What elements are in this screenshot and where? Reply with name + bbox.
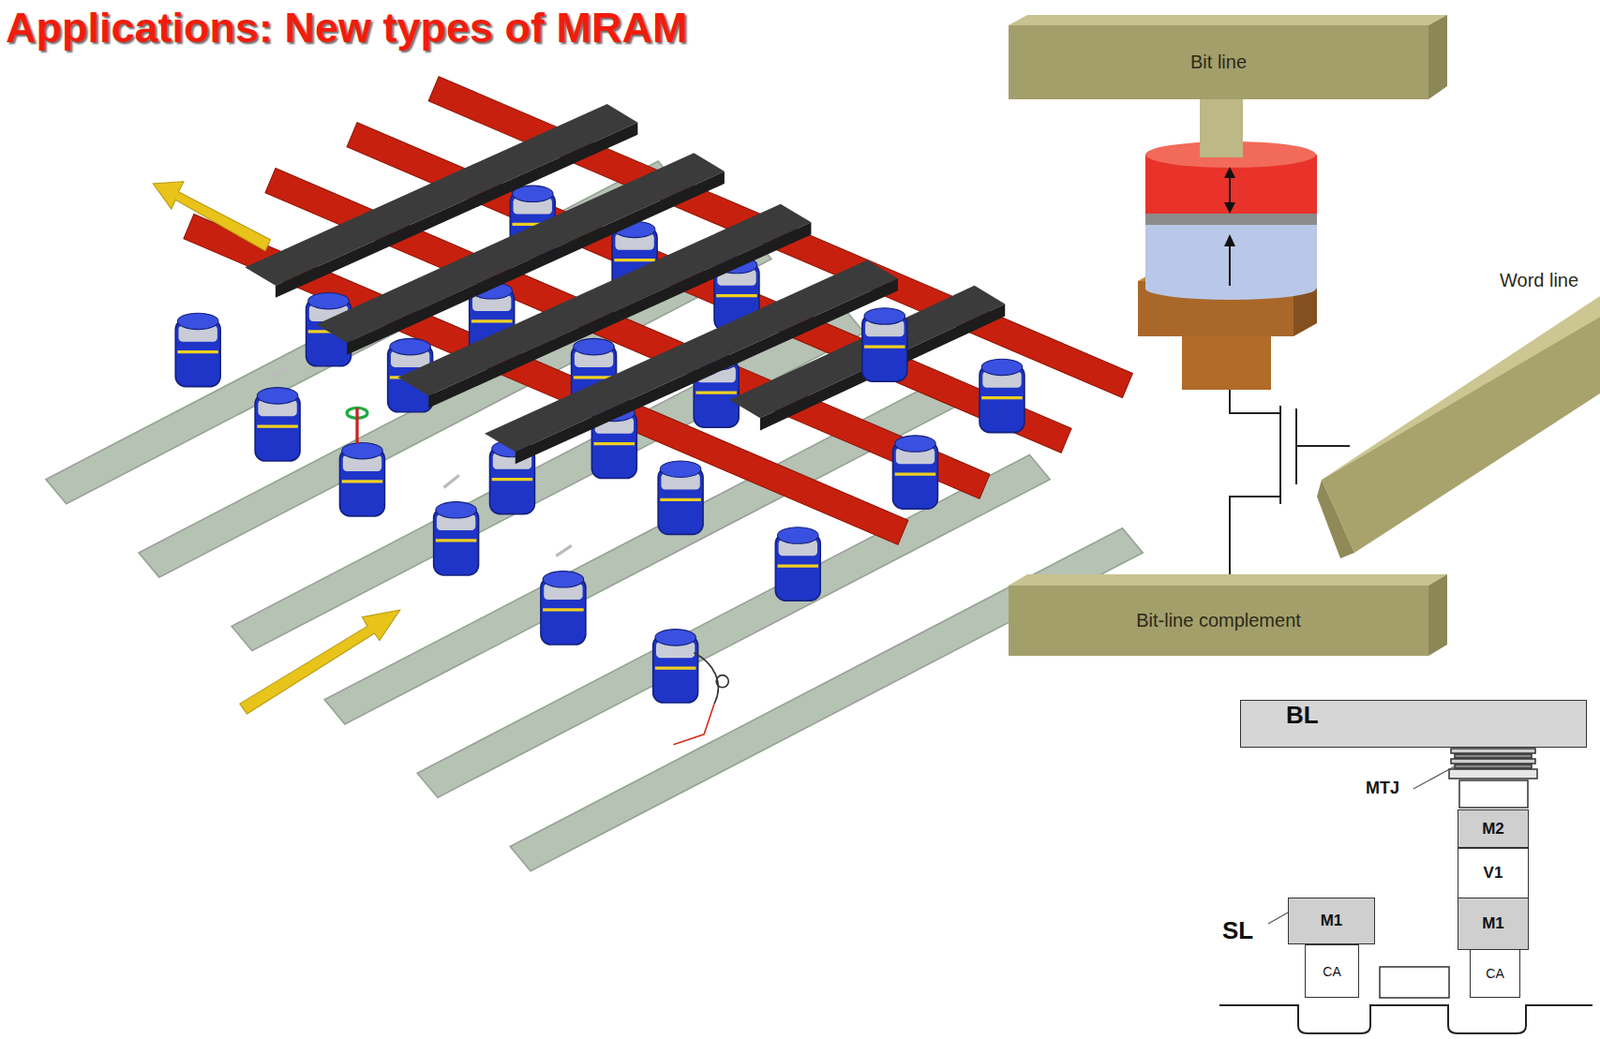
cross-section <box>1219 748 1593 1034</box>
bit-line-complement-bar <box>1008 574 1448 657</box>
slide-title: Applications: New types of MRAM <box>5 3 688 53</box>
node-text: Word line <box>1499 269 1579 292</box>
node-text: M2 <box>1481 820 1505 839</box>
crossbar-array <box>45 76 1143 872</box>
free-pillars <box>175 308 1025 703</box>
bottom-strips <box>45 161 1143 872</box>
node-text: Bit-line complement <box>1136 610 1301 632</box>
node-text: M1 <box>1481 914 1505 934</box>
node-text: CA <box>1322 964 1341 980</box>
spin-arrows <box>273 367 730 746</box>
bit-line-metal: BL <box>1240 700 1587 748</box>
word-line-label: Word line <box>1497 269 1598 300</box>
node-text: CA <box>1485 966 1504 982</box>
mtj-cylinder <box>1145 99 1317 300</box>
metal-layer: M1 <box>1287 897 1376 945</box>
metal-layer: M1 <box>1457 897 1529 951</box>
bit-line-bar <box>1008 14 1448 100</box>
bit-line-bar-face: Bit line <box>1008 25 1429 100</box>
current-arrows <box>152 181 400 715</box>
node-text: Bit line <box>1190 51 1247 74</box>
via-layer: V1 <box>1457 848 1529 899</box>
node-text: BL <box>1285 701 1319 731</box>
red-strips <box>183 76 1133 546</box>
node-text: M1 <box>1320 912 1344 931</box>
contact: CA <box>1304 944 1360 999</box>
bit-line-complement-face: Bit-line complement <box>1008 585 1429 657</box>
metal-layer: M2 <box>1457 809 1529 849</box>
pad <box>1137 267 1317 390</box>
top-bars <box>244 104 1005 464</box>
contact: CA <box>1469 949 1521 999</box>
node-text: V1 <box>1483 864 1504 883</box>
mtj-label: MTJ <box>1365 778 1400 799</box>
word-line-bar <box>1316 296 1600 559</box>
source-line-label: SL <box>1222 916 1254 946</box>
